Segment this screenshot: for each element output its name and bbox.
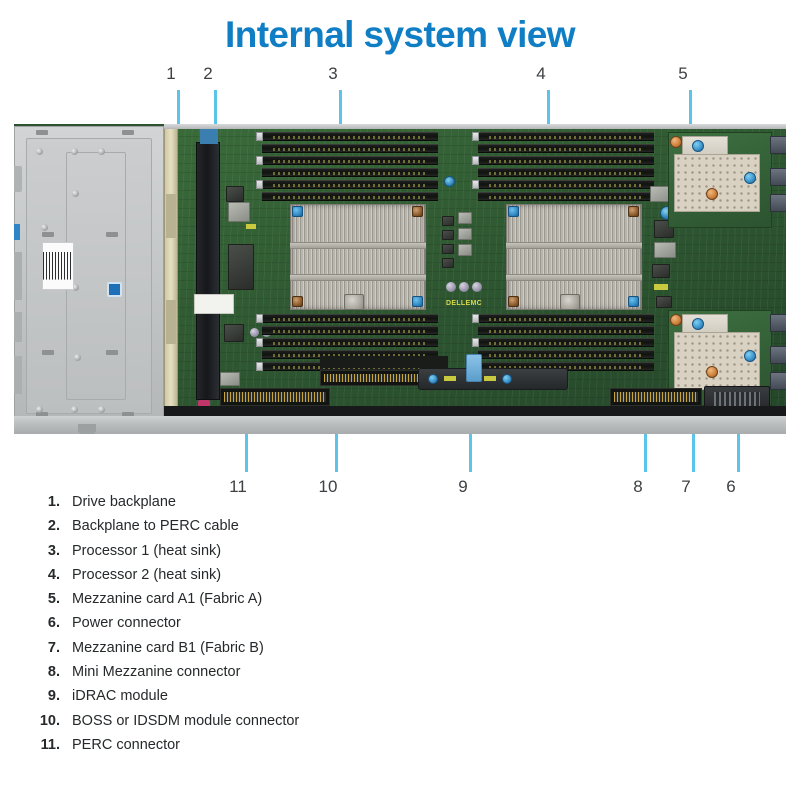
callout-number-5: 5 — [678, 64, 688, 83]
perc-connector — [220, 388, 330, 406]
callout-number-3: 3 — [328, 64, 338, 83]
legend-item-number: 2. — [47, 518, 60, 535]
callout-number-10: 10 — [318, 477, 338, 496]
dell-emc-silkscreen: DELLEMC — [446, 300, 482, 307]
fabric-a-connector — [770, 168, 786, 186]
idrac-blue-tab — [466, 354, 482, 382]
callout-number-11: 11 — [229, 477, 247, 496]
service-label — [42, 242, 74, 290]
callout-number-1: 1 — [166, 64, 176, 83]
legend-item-number: 7. — [47, 639, 60, 656]
legend-item: 2. Backplane to PERC cable — [30, 518, 550, 542]
processor-2-heat-sink — [506, 204, 642, 310]
legend-item: 3. Processor 1 (heat sink) — [30, 543, 550, 567]
legend-item-number: 3. — [47, 542, 60, 559]
fabric-a-connector — [770, 194, 786, 212]
backplane-to-perc-cable — [196, 142, 220, 400]
leader-line-1 — [177, 90, 180, 132]
legend-item: 5. Mezzanine card A1 (Fabric A) — [30, 591, 550, 615]
legend-item-number: 5. — [47, 591, 60, 608]
legend-item: 6. Power connector — [30, 615, 550, 639]
callout-number-8: 8 — [633, 477, 643, 496]
legend-item-label: Power connector — [72, 615, 181, 632]
callout-number-2: 2 — [203, 64, 213, 83]
processor-1-heat-sink — [290, 204, 426, 310]
legend-item: 4. Processor 2 (heat sink) — [30, 567, 550, 591]
legend-item-number: 1. — [47, 494, 60, 510]
legend-item-label: BOSS or IDSDM module connector — [72, 712, 300, 729]
leader-line-5 — [689, 90, 692, 155]
leader-line-8 — [644, 420, 647, 472]
leader-line-11 — [245, 420, 248, 472]
callout-number-6: 6 — [726, 477, 736, 496]
mini-mezzanine-connector — [610, 388, 702, 406]
fabric-b-connector — [770, 346, 786, 364]
legend-item: 11. PERC connector — [30, 737, 550, 761]
legend-item-number: 11. — [40, 736, 60, 753]
leader-line-10 — [335, 398, 338, 472]
internal-system-photo: DELLEMC — [14, 124, 786, 434]
legend-item-number: 8. — [47, 664, 60, 681]
legend-item: 8. Mini Mezzanine connector — [30, 664, 550, 688]
callout-number-4: 4 — [536, 64, 546, 83]
legend-item-number: 6. — [47, 615, 60, 632]
cable-label — [194, 294, 234, 314]
legend-item-label: iDRAC module — [72, 688, 168, 705]
legend-item-label: PERC connector — [72, 736, 180, 753]
legend-list: 1. Drive backplane 2. Backplane to PERC cab… — [30, 494, 550, 761]
legend-item-label: Mezzanine card A1 (Fabric A) — [72, 591, 263, 608]
chassis-rail — [14, 416, 786, 434]
callout-number-9: 9 — [458, 477, 468, 496]
legend-item: 9. iDRAC module — [30, 688, 550, 712]
fabric-a-connector — [770, 136, 786, 154]
callout-number-7: 7 — [681, 477, 691, 496]
legend-item: 7. Mezzanine card B1 (Fabric B) — [30, 640, 550, 664]
legend-item-label: Mezzanine card B1 (Fabric B) — [72, 639, 264, 656]
legend-item-number: 9. — [47, 688, 60, 705]
legend-item-label: Drive backplane — [72, 494, 176, 510]
legend-item-number: 4. — [47, 566, 60, 583]
fabric-b-connector — [770, 314, 786, 332]
legend-item-number: 10. — [39, 712, 60, 729]
legend-item-label: Mini Mezzanine connector — [72, 664, 241, 681]
blue-sticker — [107, 282, 122, 297]
leader-line-2 — [214, 90, 217, 142]
legend-item: 10. BOSS or IDSDM module connector — [30, 713, 550, 737]
legend-item-label: Backplane to PERC cable — [72, 518, 239, 535]
page-title: Internal system view — [225, 14, 576, 55]
legend-item: 1. Drive backplane — [30, 494, 550, 518]
fabric-b-connector — [770, 372, 786, 390]
leader-line-6 — [737, 398, 740, 472]
legend-item-label: Processor 1 (heat sink) — [72, 542, 222, 559]
legend-item-label: Processor 2 (heat sink) — [72, 566, 222, 583]
